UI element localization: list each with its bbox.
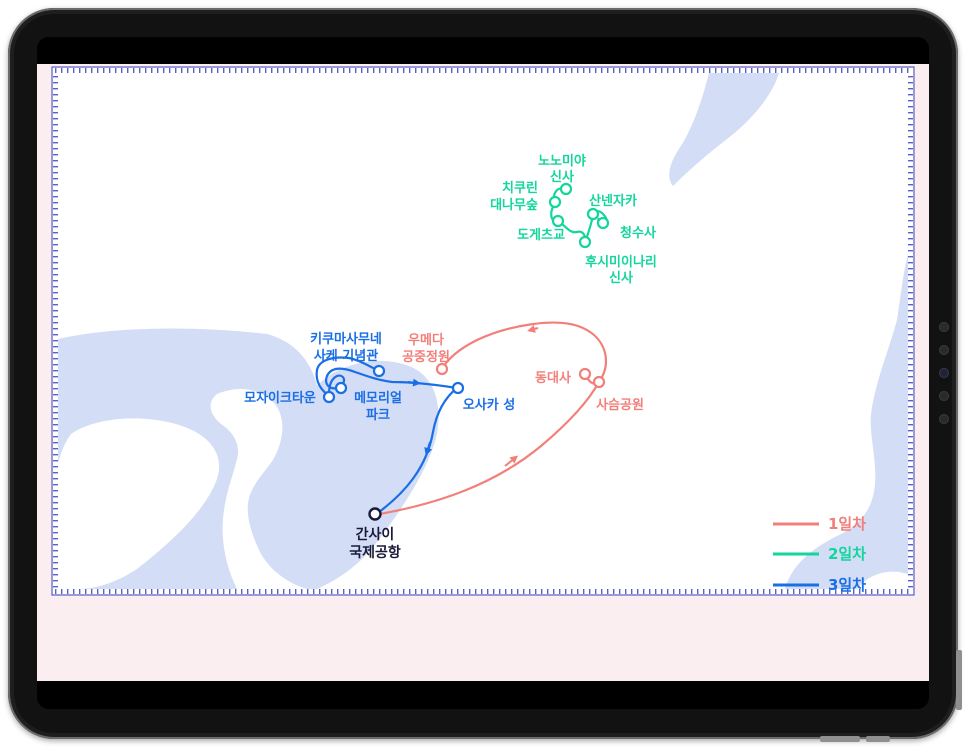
label-kikumasamune-2: 사케 기념관	[314, 348, 378, 364]
power-button	[956, 650, 962, 710]
map-frame-left	[53, 73, 58, 589]
nonomiya-marker	[559, 182, 573, 196]
ise-bay	[785, 254, 908, 589]
label-chikurin-1: 치쿠린	[502, 180, 538, 196]
status-bar	[37, 37, 929, 64]
label-memorial-2: 파크	[366, 408, 390, 423]
label-nonomiya-2: 신사	[550, 169, 574, 185]
camera-icon	[939, 368, 949, 378]
label-memorial-1: 메모리얼	[354, 390, 402, 406]
label-chikurin-2: 대나무숲	[490, 197, 538, 213]
osaka-castle-marker	[451, 381, 465, 395]
togetsukyo-marker	[551, 214, 565, 228]
kansai-airport-marker	[368, 507, 382, 521]
legend-label-day3: 3일차	[828, 576, 866, 594]
fushimi-marker	[578, 235, 592, 249]
sensor-icon	[939, 414, 949, 424]
small-island	[857, 571, 908, 589]
home-bar-area	[37, 681, 929, 709]
sarusawa-marker	[592, 375, 606, 389]
label-umeda-2: 공중정원	[402, 349, 450, 365]
map-frame-top	[53, 68, 913, 73]
label-kansai-2: 국제공항	[349, 544, 401, 561]
route-day3	[315, 356, 465, 516]
label-kansai-1: 간사이	[356, 526, 395, 543]
label-todaiji: 동대사	[535, 370, 571, 386]
volume-button	[866, 736, 890, 742]
label-fushimi-2: 신사	[609, 270, 633, 286]
label-kikumasamune-1: 키쿠마사무네	[310, 331, 382, 347]
map-frame-bottom	[53, 589, 913, 594]
map-frame-right	[908, 73, 913, 589]
legend: 1일차 2일차 3일차	[773, 515, 866, 594]
memorial-park-marker	[334, 381, 348, 395]
volume-button	[820, 736, 860, 742]
chikurin-marker	[548, 195, 562, 209]
label-sannenzaka: 산넨자카	[589, 193, 637, 209]
kobe-coast	[210, 389, 307, 589]
day3-labels: 키쿠마사무네 사케 기념관 모자이크타운 메모리얼 파크 오사카 성	[244, 331, 515, 423]
lake-biwa	[669, 73, 779, 186]
label-fushimi-1: 후시미이나리	[585, 254, 657, 270]
map-geography	[58, 73, 908, 589]
airport-labels: 간사이 국제공항	[349, 526, 401, 561]
label-osaka-castle: 오사카 성	[463, 397, 515, 413]
sensor-icon	[939, 322, 949, 332]
label-mosaic: 모자이크타운	[244, 390, 316, 406]
sannenzaka-marker	[586, 207, 600, 221]
mosaic-marker	[322, 390, 336, 404]
label-kiyomizudera: 청수사	[620, 225, 656, 241]
legend-label-day2: 2일차	[828, 545, 866, 563]
awaji-island	[58, 418, 220, 589]
route-day1	[373, 321, 608, 517]
kikumasamune-marker	[372, 364, 386, 378]
label-nonomiya-1: 노노미야	[538, 153, 586, 169]
tablet-screen: 노노미야 신사 치쿠린 대나무숲 산넨자카 청수사 도게츠교 후시미이나리 신사…	[37, 37, 929, 709]
label-togetsukyo: 도게츠교	[517, 228, 565, 243]
umeda-marker	[435, 362, 449, 376]
day1-labels: 우메다 공중정원 동대사 사슴공원	[402, 332, 644, 413]
travel-route-map: 노노미야 신사 치쿠린 대나무숲 산넨자카 청수사 도게츠교 후시미이나리 신사…	[51, 66, 915, 596]
day2-labels: 노노미야 신사 치쿠린 대나무숲 산넨자카 청수사 도게츠교 후시미이나리 신사	[490, 153, 657, 286]
label-umeda-1: 우메다	[408, 332, 444, 348]
label-sarusawa: 사슴공원	[596, 397, 644, 413]
map-frame-outer	[51, 66, 915, 596]
todaiji-marker	[578, 367, 592, 381]
legend-label-day1: 1일차	[828, 515, 866, 533]
sensor-icon	[939, 391, 949, 401]
app-content: 노노미야 신사 치쿠린 대나무숲 산넨자카 청수사 도게츠교 후시미이나리 신사…	[37, 64, 929, 681]
kiyomizudera-marker	[596, 216, 610, 230]
sensor-icon	[939, 345, 949, 355]
route-day2	[548, 182, 610, 249]
